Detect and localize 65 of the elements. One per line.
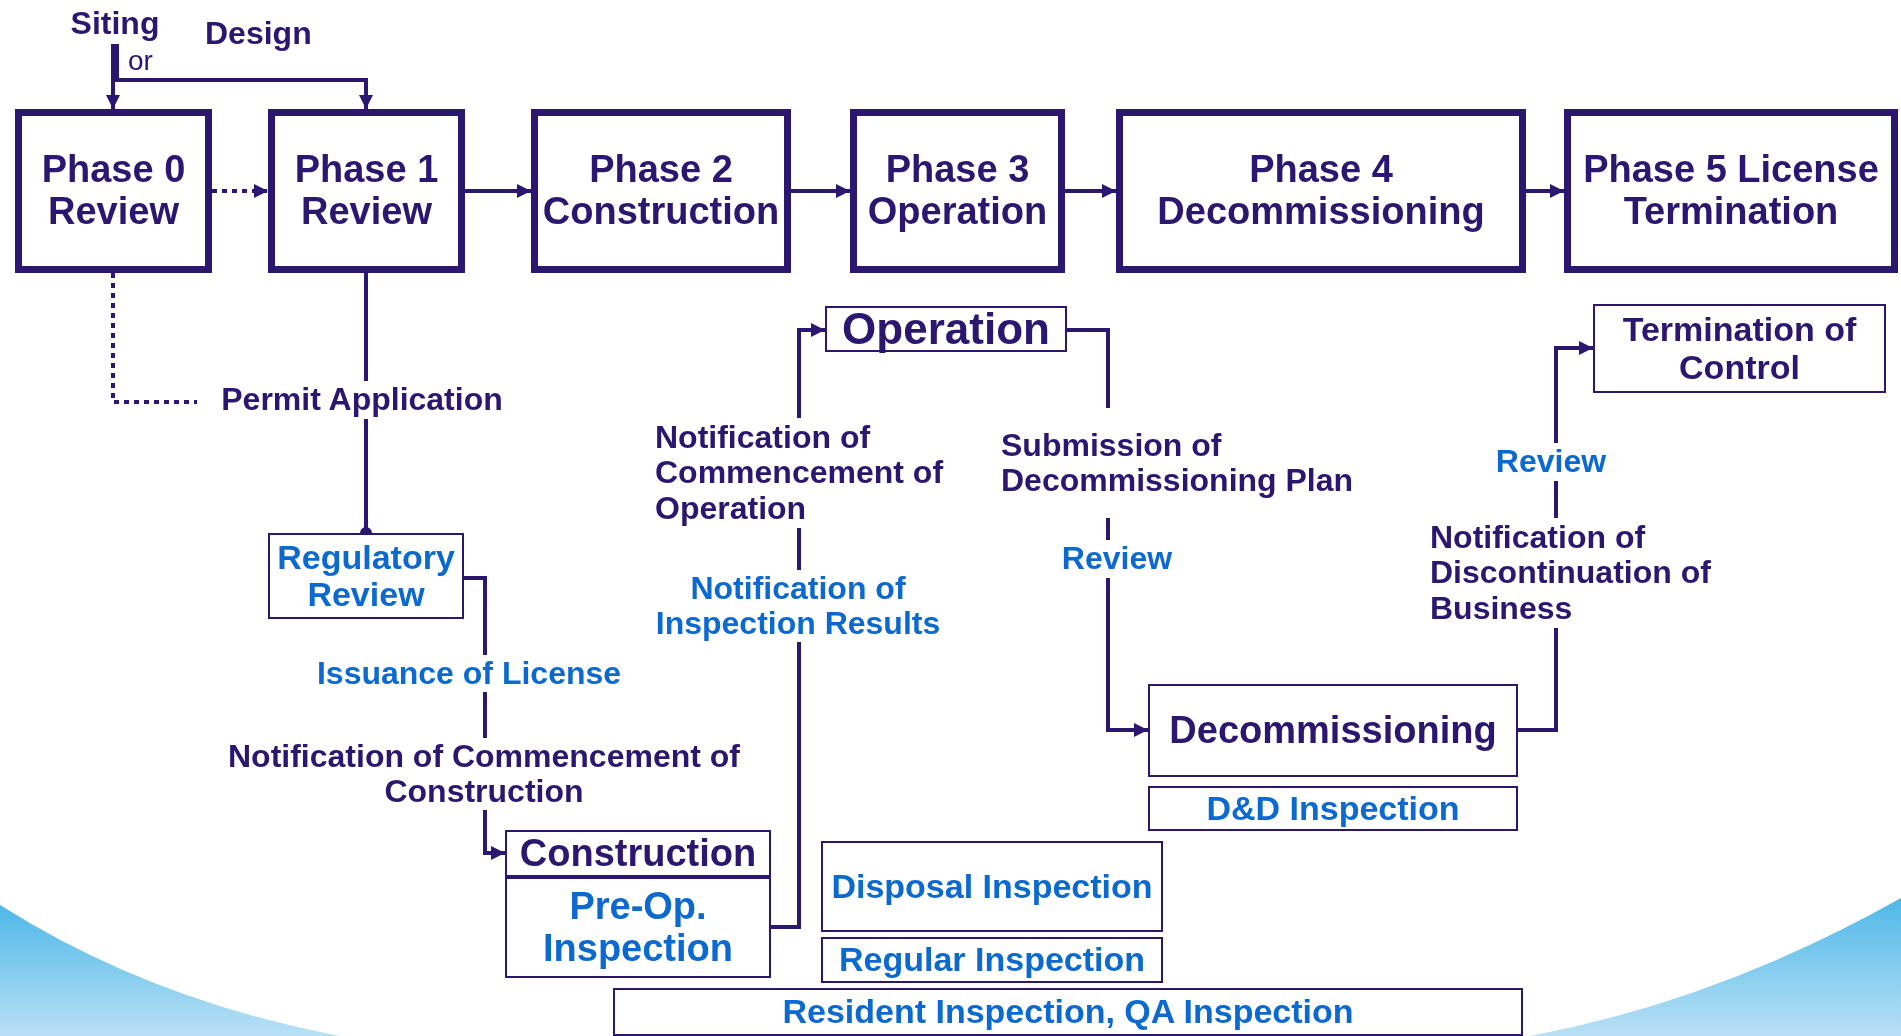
flow-label: Notification of Commencement of Operation (655, 418, 995, 528)
flow-label: Siting (60, 4, 170, 44)
connector-line (1518, 628, 1558, 732)
edge-label: Design (205, 16, 312, 52)
flow-label: Submission of Decommissioning Plan (1001, 408, 1371, 518)
inspection-box (505, 877, 771, 978)
box-label: Phase 2 Construction (541, 149, 781, 233)
box-label: Phase 0 Review (40, 149, 187, 233)
connector-line (1106, 518, 1110, 540)
inspection-box (613, 988, 1523, 1036)
stage-box (825, 306, 1067, 352)
arrow (106, 44, 120, 109)
arrow (791, 184, 850, 198)
arrow (212, 184, 268, 198)
box-label: Phase 5 License Termination (1582, 149, 1880, 233)
box-label: Pre-Op. Inspection (542, 885, 734, 970)
box-label: Regular Inspection (838, 941, 1146, 979)
connector-line (1067, 328, 1110, 408)
arrow (115, 44, 373, 109)
stage-box (1148, 684, 1518, 777)
phase-box (1564, 109, 1898, 273)
connector-line (464, 576, 487, 655)
phase-box (850, 109, 1065, 273)
box-label: Phase 1 Review (293, 149, 440, 233)
connector-line (797, 528, 801, 570)
inspection-box (821, 937, 1163, 983)
note-label: or (128, 46, 153, 77)
connector-line (771, 642, 801, 929)
box-label: Regulatory Review (276, 538, 456, 614)
connector-line (1554, 481, 1558, 518)
arrow (797, 323, 825, 418)
connector-line (364, 273, 368, 381)
phase-box (531, 109, 791, 273)
review-box (268, 533, 464, 619)
arrow (483, 810, 505, 860)
stage-box (1593, 304, 1886, 393)
connector-line (111, 273, 197, 404)
box-label: Termination of Control (1621, 311, 1858, 386)
inspection-box (821, 841, 1163, 932)
arrow (465, 184, 531, 198)
box-label: Decommissioning (1169, 709, 1497, 752)
stage-box (505, 830, 771, 877)
flow-label: Notification of Commencement of Construction (206, 738, 762, 810)
box-label: Construction (519, 832, 757, 875)
inspection-box (1148, 786, 1518, 831)
flow-label: Permit Application (197, 381, 527, 419)
arrow (1554, 341, 1593, 443)
flow-label: Review (1052, 540, 1182, 578)
box-label: Phase 3 Operation (866, 149, 1049, 233)
phase-box (268, 109, 465, 273)
arrow (1526, 184, 1564, 198)
flow-label: Notification of Discontinuation of Business (1430, 518, 1770, 628)
arrow (1106, 578, 1148, 737)
box-label: D&D Inspection (1206, 789, 1460, 828)
phase-box (1116, 109, 1526, 273)
phase-box (15, 109, 212, 273)
flow-label: Review (1486, 443, 1616, 481)
box-label: Disposal Inspection (831, 867, 1153, 906)
box-label: Phase 4 Decommissioning (1156, 149, 1486, 233)
flow-label: Notification of Inspection Results (616, 570, 980, 642)
arrow (1065, 184, 1116, 198)
box-label: Operation (842, 304, 1050, 354)
box-label: Resident Inspection, QA Inspection (782, 993, 1354, 1031)
flow-label: Issuance of License (288, 655, 650, 692)
connector-line (483, 692, 487, 738)
